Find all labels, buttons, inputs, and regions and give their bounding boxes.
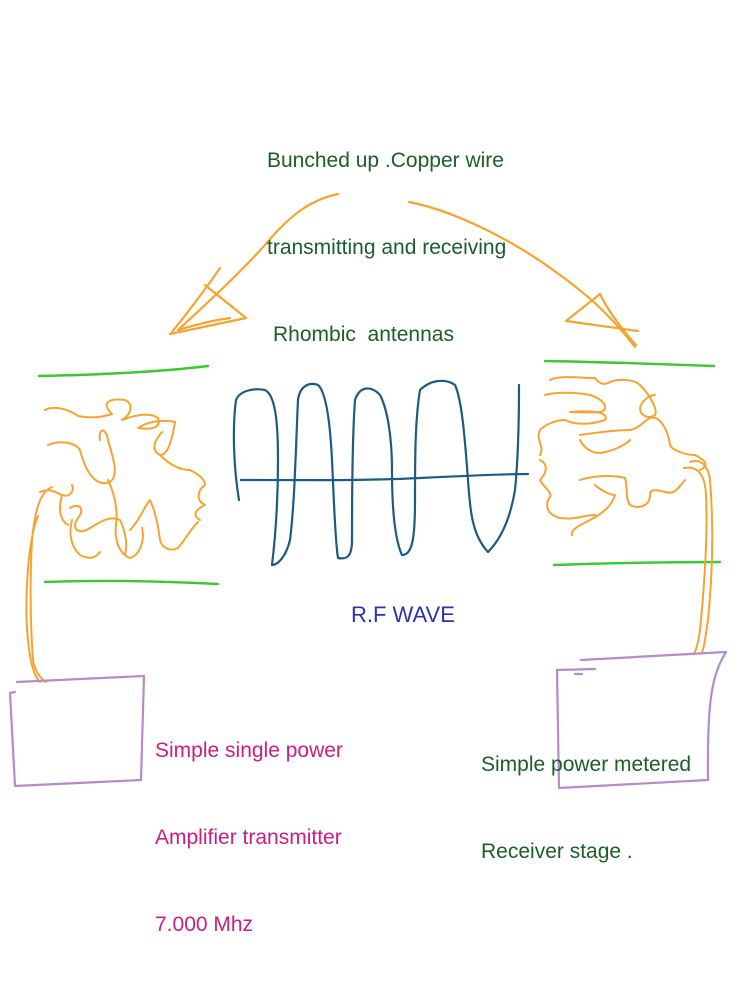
antenna-label-line1: Bunched up .Copper wire <box>267 149 504 172</box>
rx-antenna <box>537 359 722 655</box>
transmitter-box <box>8 674 146 788</box>
transmitter-label-line3: 7.000 Mhz <box>155 913 254 936</box>
receiver-label: Simple power metered Receiver stage . <box>481 692 691 895</box>
tx-plate-bottom <box>43 579 220 586</box>
antenna-label-line3: Rhombic antennas <box>273 323 454 346</box>
antenna-label: Bunched up .Copper wire transmitting and… <box>267 88 506 378</box>
transmitter-label: Simple single power Amplifier transmitte… <box>155 678 343 968</box>
receiver-label-line1: Simple power metered <box>481 753 692 776</box>
rf-wave-signal <box>232 379 521 567</box>
transmitter-label-line2: Amplifier transmitter <box>155 826 342 849</box>
rx-feed-wire <box>683 460 714 655</box>
tx-antenna <box>25 364 220 683</box>
antenna-label-line2: transmitting and receiving <box>267 236 507 259</box>
rx-plate-bottom <box>552 560 722 567</box>
tx-feed-wire <box>25 486 53 683</box>
rf-wave-label: R.F WAVE <box>351 602 455 627</box>
rf-wave-axis <box>239 472 530 482</box>
tx-coil <box>39 398 206 559</box>
rx-coil <box>537 376 707 536</box>
receiver-label-line2: Receiver stage . <box>481 840 633 863</box>
rf-wave-graphic <box>232 379 530 567</box>
rx-plate-top <box>543 359 716 368</box>
arrow-to-tx-antenna <box>168 192 340 336</box>
receiver-box <box>555 650 728 790</box>
tx-plate-top <box>37 364 210 378</box>
transmitter-label-line1: Simple single power <box>155 739 343 762</box>
arrow-to-rx-antenna <box>407 200 640 349</box>
